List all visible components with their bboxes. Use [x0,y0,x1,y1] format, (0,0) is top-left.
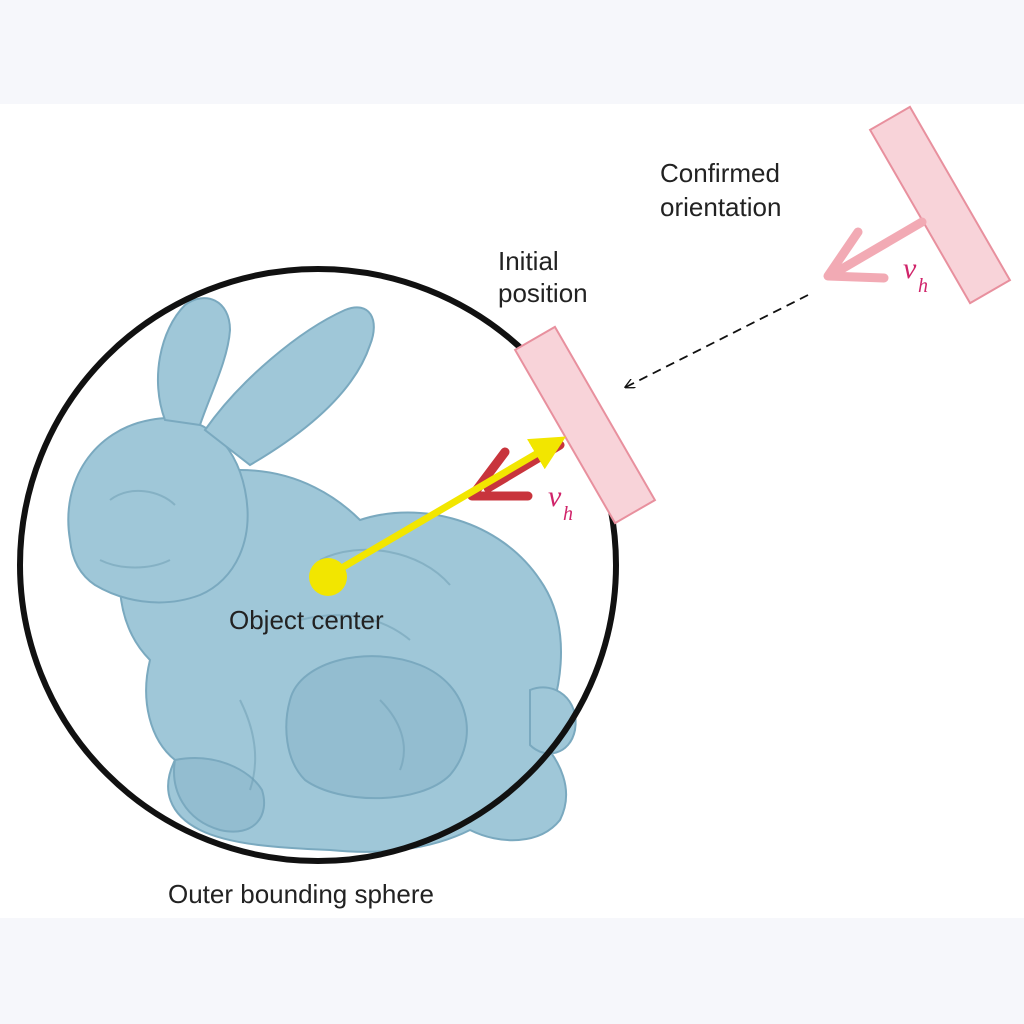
bottom-margin-band [0,918,1024,1024]
bunny-ear-front [203,306,375,467]
outer-bounding-sphere-circle [17,266,619,864]
confirmed-orientation-label-line2: orientation [660,192,781,222]
confirmed-vh-symbol: v [903,252,917,285]
bunny-ear-back [156,297,232,427]
initial-position-label-line1: Initial [498,246,559,276]
bunny-haunch [285,655,468,800]
initial-vh-arrow [467,440,565,501]
center-to-plate-vector [326,436,567,580]
object-center-label: Object center [229,605,384,635]
confirmed-vh-arrow [823,217,927,283]
initial-vh-symbol: v [548,480,562,513]
outer-bounding-sphere-label: Outer bounding sphere [168,879,434,909]
bunny-head [67,417,249,604]
top-margin-band [0,0,1024,104]
confirmed-vh-subscript: h [918,275,928,297]
initial-vh-subscript: h [563,503,573,525]
initial-position-label-line2: position [498,278,588,308]
bunny-front-paws [173,757,266,833]
confirmed-orientation-plate [868,105,1012,305]
dashed-motion-path [626,294,809,387]
confirmed-orientation-label-line1: Confirmed [660,158,780,188]
initial-position-plate [513,325,657,525]
object-center-marker [309,558,347,596]
bunny-shading [99,489,451,791]
